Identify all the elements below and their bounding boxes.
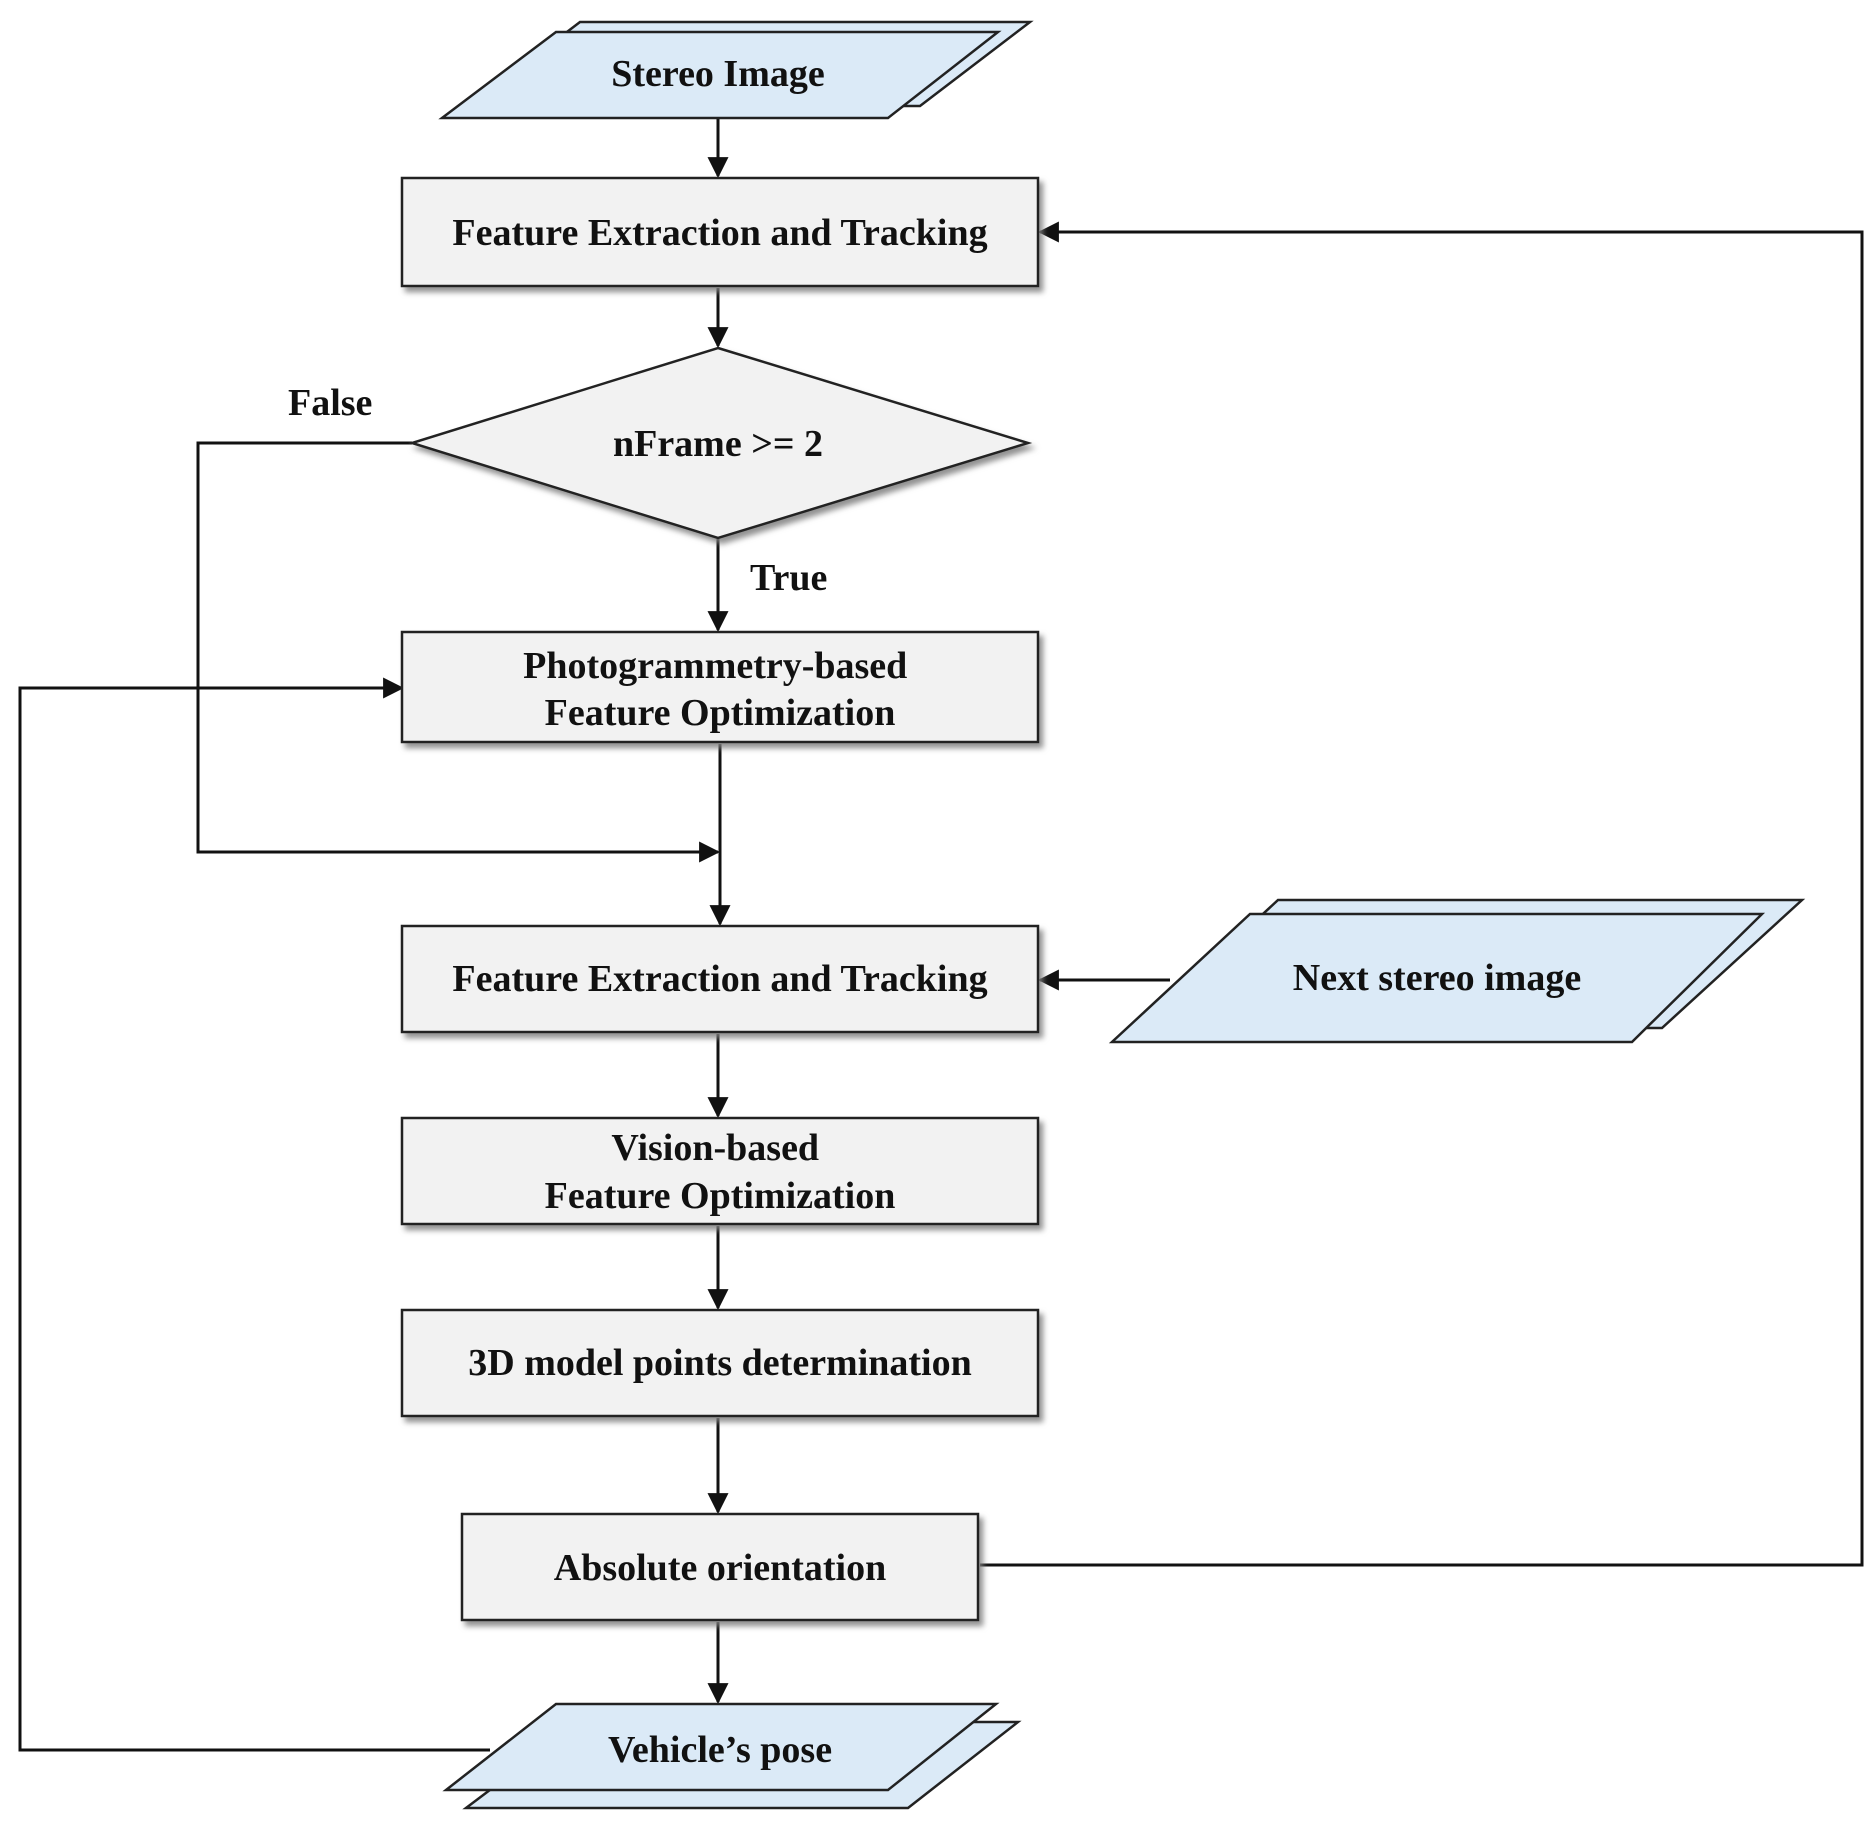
stereo-image-node: Stereo Image <box>438 20 1034 120</box>
photogrammetry-optimization-label: Photogrammetry-based Feature Optimizatio… <box>523 645 917 734</box>
vision-optimization-node: Vision-based Feature Optimization <box>400 1116 1040 1226</box>
feature-extraction-2-label: Feature Extraction and Tracking <box>452 958 987 1000</box>
vehicle-pose-node: Vehicle’s pose <box>442 1702 1022 1810</box>
absolute-orientation-label: Absolute orientation <box>554 1547 887 1589</box>
vehicle-pose-label: Vehicle’s pose <box>608 1729 832 1771</box>
stereo-image-label: Stereo Image <box>611 53 825 95</box>
feature-extraction-1-label: Feature Extraction and Tracking <box>452 212 987 254</box>
photogrammetry-line-2: Feature Optimization <box>545 692 896 734</box>
photogrammetry-optimization-node: Photogrammetry-based Feature Optimizatio… <box>400 630 1040 744</box>
next-stereo-image-node: Next stereo image <box>1108 898 1806 1044</box>
model-points-label: 3D model points determination <box>468 1342 972 1384</box>
feature-extraction-1-node: Feature Extraction and Tracking <box>400 176 1040 288</box>
decision-node: nFrame >= 2 <box>407 346 1033 540</box>
vision-optimization-label: Vision-based Feature Optimization <box>545 1127 896 1217</box>
vision-line-2: Feature Optimization <box>545 1175 896 1217</box>
absolute-orientation-node: Absolute orientation <box>460 1512 980 1622</box>
arrow-decision-false <box>196 441 721 863</box>
arrow-abs-loop-back <box>980 221 1864 1567</box>
feature-extraction-2-node: Feature Extraction and Tracking <box>400 924 1040 1034</box>
false-label: False <box>288 382 372 424</box>
model-points-node: 3D model points determination <box>400 1308 1040 1418</box>
true-label: True <box>750 557 827 599</box>
arrow-pose-feedback <box>18 677 490 1752</box>
next-stereo-image-label: Next stereo image <box>1293 957 1581 999</box>
vision-line-1: Vision-based <box>611 1127 819 1169</box>
photogrammetry-line-1: Photogrammetry-based <box>523 645 907 687</box>
connectors <box>18 118 1864 1752</box>
decision-label: nFrame >= 2 <box>613 423 823 465</box>
